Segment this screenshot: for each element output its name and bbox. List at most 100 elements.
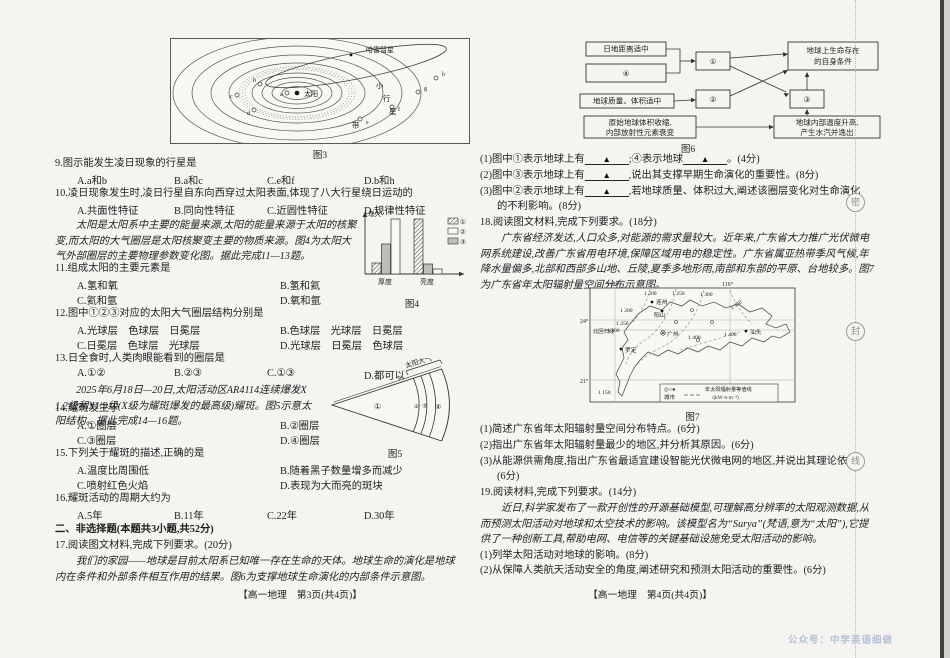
belt-char-3: 星 — [389, 107, 397, 116]
scan-page-edge-light — [944, 0, 950, 658]
planet-a-label: a — [280, 92, 283, 98]
planet-d-label: d — [247, 111, 250, 117]
option: D.30年 — [364, 511, 395, 522]
belt-char-2: 行 — [383, 93, 391, 103]
question-16-options: A.5年 B.11年 C.22年 D.30年 — [77, 507, 395, 522]
halley-orbit — [265, 43, 447, 89]
option: B.同向性特征 — [174, 206, 235, 217]
figure-sun-atmosphere-bar-chart: 增大 厚度 亮度 ① ② ③ — [362, 209, 466, 286]
legend-isoline-label: 年太阳辐射量等值线 — [705, 385, 752, 393]
page-footer-left: 【高一地理 第3页(共4页)】 — [237, 590, 363, 601]
region-1-label: ① — [374, 402, 381, 411]
paragraph-line: 太阳是太阳系中主要的能量来源,太阳的能量来源于太阳的核聚 — [76, 220, 357, 231]
figure-life-conditions-flowchart: 日地距离适中 ④ ① 地球上生命存在 的自身条件 地球质量、体积适中 ② ③ 原… — [579, 41, 881, 139]
paragraph-line: 内在条件和外部条件相互作用的结果。图6为支撑地球生命演化的内部条件示意图。 — [55, 571, 431, 583]
option: C.喷射红色火焰 — [77, 481, 149, 492]
option: B.随着黑子数量增多而减少 — [280, 466, 403, 477]
answer-blank: ▲ — [584, 170, 629, 181]
box-mass-volume: 地球质量、体积适中 — [593, 96, 661, 106]
sub-text: (2)图中③表示地球上有 — [480, 170, 585, 181]
isoline-label: 1 150 — [598, 390, 611, 396]
question-12-options-row2: C.日冕层 色球层 光球层 D.光球层 日冕层 色球层 — [77, 337, 403, 352]
watermark-text: 公众号：中学英语细做 — [788, 636, 894, 646]
isoline-label: 1 250 — [672, 291, 685, 297]
box-life-line2: 的自身条件 — [814, 56, 852, 66]
city-shantou: 汕头 — [750, 328, 762, 336]
question-11-options-row2: C.氦和氩 D.氧和氩 — [77, 292, 321, 307]
answer-blank: ▲ — [584, 154, 629, 165]
scan-page-edge-dark — [940, 0, 944, 658]
question-17-sub2: (2)图中③表示地球上有▲,说出其支撑早期生命演化的重要性。(8分) — [480, 169, 818, 182]
option: B.②圈层 — [280, 421, 320, 432]
isoline-label: 1 200 — [644, 291, 657, 297]
paragraph-line: 网系统建设,改善广东省用电环境,保障区域用电的稳定性。广东省属亚热带季风气候,年 — [480, 248, 869, 260]
question-18: 18.阅读图文材料,完成下列要求。(18分) — [480, 217, 657, 228]
planet-e-label: e — [366, 120, 369, 126]
sub-text: (1)图中①表示地球上有 — [480, 154, 585, 165]
question-17-stimulus: 我们的家园——地球是目前太阳系已知唯一存在生命的天体。地球生命的演化是地球 内在… — [55, 554, 455, 585]
guangdong-coastline — [615, 299, 791, 397]
question-9-options: A.a和b B.a和c C.e和f D.b和h — [77, 172, 395, 187]
legend-city-label: 城市 — [664, 393, 676, 401]
legend-item-1: ① — [460, 218, 466, 226]
planet-b-label: b — [253, 78, 256, 84]
planet-g-label: g — [424, 86, 427, 92]
figure6-caption: 图6 — [680, 145, 696, 155]
question-9: 9.图示能发生凌日现象的行星是 — [55, 158, 197, 169]
question-15: 15.下列关于耀斑的描述,正确的是 — [55, 448, 205, 459]
box-shrink-line1: 原始地球体积收缩, — [609, 117, 672, 127]
question-14-options-row2: C.③圈层 D.④圈层 — [77, 432, 320, 447]
option: C.①③ — [267, 368, 295, 379]
figure-solar-system: 哈雷彗星 a 太阳 b c d e f g h 小 行 星 带 — [170, 38, 470, 144]
question-14-options-row1: A.①圈层 B.②圈层 — [77, 417, 319, 432]
option: B.a和c — [174, 176, 203, 187]
option: A.①② — [77, 368, 106, 379]
paragraph-line: 1.2级和X1.9级(X级为耀斑爆发的最高级)耀斑。图5示意太 — [55, 400, 312, 412]
seal-char-xian: 线 — [846, 452, 865, 471]
legend-item-3: ③ — [460, 238, 466, 246]
option: A.温度比周围低 — [77, 466, 149, 477]
sub-text: ,若地球质量、体积过大,阐述该圈层变化对生命演化 — [628, 186, 861, 197]
planet-h-label: h — [442, 72, 445, 78]
city-guangzhou: 广州 — [667, 330, 679, 338]
option: D.光球层 日冕层 色球层 — [280, 341, 404, 352]
question-18-sub2: (2)指出广东省年太阳辐射量最少的地区,并分析其原因。(6分) — [480, 440, 754, 451]
isoline-label: 1 250 — [616, 321, 629, 327]
region-4-label: ④ — [435, 403, 441, 411]
option: B.②③ — [174, 368, 202, 379]
lon-tick-112: 112° — [607, 281, 619, 288]
lat-tick-21: 21° — [580, 378, 589, 385]
figure5-caption: 图5 — [387, 450, 403, 460]
figure3-caption: 图3 — [312, 151, 328, 161]
box-four: ④ — [623, 69, 630, 78]
city-lianzhou: 连州 — [656, 298, 668, 306]
option: B.色球层 光球层 日冕层 — [280, 326, 403, 337]
question-11: 11.组成太阳的主要元素是 — [55, 263, 171, 274]
isoline-label: 1 400 — [688, 335, 701, 341]
question-19: 19.阅读材料,完成下列要求。(14分) — [480, 487, 637, 498]
option: C.22年 — [267, 511, 298, 522]
tropic-of-cancer-label: 北回归线 — [593, 327, 615, 335]
option: A.光球层 色球层 日冕层 — [77, 326, 201, 337]
paragraph-line: 我们的家园——地球是目前太阳系已知唯一存在生命的天体。地球生命的演化是地球 — [76, 556, 455, 567]
option: D.规律性特征 — [364, 206, 426, 217]
sub-text: (3)图中②表示地球上有 — [480, 186, 585, 197]
question-12-options-row1: A.光球层 色球层 日冕层 B.色球层 光球层 日冕层 — [77, 322, 403, 337]
question-16: 16.耀斑活动的周期大约为 — [55, 493, 171, 504]
question-17-sub1: (1)图中①表示地球上有▲;④表示地球▲。(4分) — [480, 153, 760, 166]
belt-char-1: 小 — [376, 81, 384, 90]
option: A.氢和氧 — [77, 281, 118, 292]
paragraph-line: 为广东省年太阳辐射量空间分布示意图。 — [480, 279, 666, 291]
question-19-sub1: (1)列举太阳活动对地球的影响。(8分) — [480, 550, 649, 561]
question-15-options-row2: C.喷射红色火焰 D.表现为大而亮的斑块 — [77, 477, 383, 492]
figure-sun-structure-wedge: 太阳大气 ① ② ③ ④ — [330, 358, 450, 442]
figure7-caption: 图7 — [685, 413, 700, 423]
box-one: ① — [710, 57, 717, 66]
paragraph-line: 广东省经济发达,人口众多,对能源的需求量较大。近年来,广东省大力推广光伏微电 — [501, 233, 870, 244]
question-14: 14.耀斑发生于 — [55, 403, 120, 414]
option: C.e和f — [267, 176, 295, 187]
option: C.氦和氩 — [77, 296, 118, 307]
option: C.③圈层 — [77, 436, 117, 447]
section-2-header: 二、非选择题(本题共3小题,共52分) — [55, 524, 214, 535]
